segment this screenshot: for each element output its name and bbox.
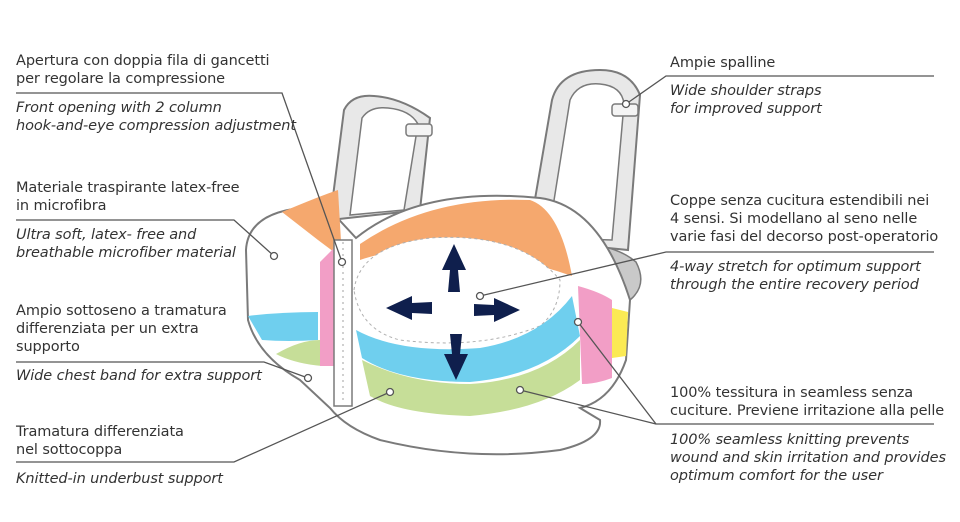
callout-material-en: Ultra soft, latex- free and breathable m… bbox=[16, 226, 236, 262]
right-blue-band bbox=[356, 296, 580, 382]
left-cup-top bbox=[282, 190, 342, 258]
hook-and-eye-column bbox=[333, 239, 353, 407]
material-it-1: Materiale traspirante latex-free bbox=[16, 180, 240, 196]
material-it-2: in microfibra bbox=[16, 198, 107, 214]
right-green-band bbox=[362, 340, 580, 416]
chest-band-it-2: differenziata per un extra bbox=[16, 321, 199, 337]
callout-straps: Ampie spalline bbox=[670, 54, 775, 72]
straps-en-2: for improved support bbox=[670, 101, 822, 117]
cups-en-2: through the entire recovery period bbox=[670, 277, 919, 293]
front-opening-it-2: per regolare la compressione bbox=[16, 71, 226, 87]
callout-straps-en: Wide shoulder straps for improved suppor… bbox=[670, 82, 822, 118]
callout-seamless: 100% tessitura in seamless senza cucitur… bbox=[670, 384, 944, 420]
leader-front-opening bbox=[16, 92, 343, 263]
right-pink-panel bbox=[578, 286, 612, 384]
seamless-en-1: 100% seamless knitting prevents bbox=[670, 432, 910, 448]
callout-seamless-en: 100% seamless knitting prevents wound an… bbox=[670, 431, 946, 485]
seamless-en-2: wound and skin irritation and provides bbox=[670, 450, 946, 466]
material-en-1: Ultra soft, latex- free and bbox=[16, 227, 197, 243]
leader-dots bbox=[269, 99, 631, 397]
leader-cups bbox=[479, 251, 934, 297]
arrow-up-icon bbox=[442, 244, 466, 292]
callout-cups: Coppe senza cucitura estendibili nei 4 s… bbox=[670, 192, 938, 246]
arrow-right-icon bbox=[474, 298, 520, 322]
underbust-it-1: Tramatura differenziata bbox=[16, 424, 184, 440]
center-pink-left bbox=[320, 248, 336, 366]
yellow-panel bbox=[612, 308, 628, 358]
stretch-arrows bbox=[386, 244, 520, 380]
callout-chest-band-en: Wide chest band for extra support bbox=[16, 367, 262, 385]
leader-underbust bbox=[16, 391, 391, 463]
callout-cups-en: 4-way stretch for optimum support throug… bbox=[670, 258, 921, 294]
callout-front-opening: Apertura con doppia fila di gancetti per… bbox=[16, 52, 270, 88]
cups-it-3: varie fasi del decorso post-operatorio bbox=[670, 229, 939, 245]
left-strap-inner bbox=[349, 106, 419, 216]
arrow-left-icon bbox=[386, 296, 432, 320]
callout-underbust-en: Knitted-in underbust support bbox=[16, 470, 223, 488]
left-green-band bbox=[276, 340, 322, 366]
callout-underbust: Tramatura differenziata nel sottocoppa bbox=[16, 423, 184, 459]
front-opening-en-1: Front opening with 2 column bbox=[16, 100, 222, 116]
leader-chest-band bbox=[16, 361, 309, 379]
leader-seamless-2 bbox=[519, 389, 657, 425]
front-opening-en-2: hook-and-eye compression adjustment bbox=[16, 118, 296, 134]
straps-it-1: Ampie spalline bbox=[670, 55, 776, 71]
callout-chest-band: Ampio sottoseno a tramatura differenziat… bbox=[16, 302, 227, 356]
underbust-en-1: Knitted-in underbust support bbox=[16, 471, 223, 487]
left-blue-band bbox=[248, 312, 318, 341]
right-strap-inner bbox=[547, 83, 625, 241]
leader-material bbox=[16, 219, 275, 257]
seamless-it-1: 100% tessitura in seamless senza bbox=[670, 385, 914, 401]
material-en-2: breathable microfiber material bbox=[16, 245, 236, 261]
left-strap-slider bbox=[405, 123, 433, 137]
cups-it-2: 4 sensi. Si modellano al seno nelle bbox=[670, 211, 918, 227]
callout-front-opening-en: Front opening with 2 column hook-and-eye… bbox=[16, 99, 296, 135]
cups-en-1: 4-way stretch for optimum support bbox=[670, 259, 921, 275]
leader-lines bbox=[16, 75, 934, 463]
chest-band-en-1: Wide chest band for extra support bbox=[16, 368, 262, 384]
chest-band-it-1: Ampio sottoseno a tramatura bbox=[16, 303, 227, 319]
underbust-it-2: nel sottocoppa bbox=[16, 442, 123, 458]
callout-material: Materiale traspirante latex-free in micr… bbox=[16, 179, 240, 215]
chest-band-it-3: supporto bbox=[16, 339, 80, 355]
straps-en-1: Wide shoulder straps bbox=[670, 83, 822, 99]
leader-straps bbox=[625, 75, 934, 105]
arrow-down-icon bbox=[444, 334, 468, 380]
cups-it-1: Coppe senza cucitura estendibili nei bbox=[670, 193, 930, 209]
seamless-en-3: optimum comfort for the user bbox=[670, 468, 883, 484]
front-opening-it-1: Apertura con doppia fila di gancetti bbox=[16, 53, 270, 69]
seamless-it-2: cuciture. Previene irritazione alla pell… bbox=[670, 403, 945, 419]
